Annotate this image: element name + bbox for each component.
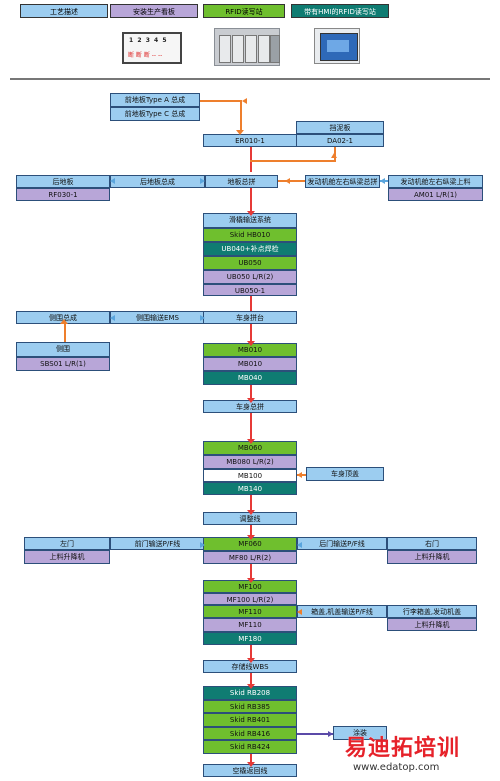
station-mf060: MF060 <box>203 537 297 551</box>
legend-process: 工艺描述 <box>20 4 108 18</box>
skid-rb416: Skid RB416 <box>203 727 297 740</box>
station-mf180: MF180 <box>203 632 297 645</box>
board-sbs01: SBS01 L/R(1) <box>16 357 110 371</box>
board-mf80: MF80 L/R(2) <box>203 551 297 564</box>
station-mf110: MF110 <box>203 605 297 618</box>
skid-rb401: Skid RB401 <box>203 713 297 727</box>
station-mb100: MB100 <box>203 469 297 482</box>
skid-rb424: Skid RB424 <box>203 740 297 754</box>
watermark-text: 易迪拓培训 <box>345 736 461 761</box>
board-rf030: RF030-1 <box>16 188 110 201</box>
body-main-table: 车身拼台 <box>203 311 297 324</box>
board-device-numbers: 1 2 3 4 5 <box>129 37 167 44</box>
body-roof: 车身顶盖 <box>306 467 384 481</box>
rfid-module-device <box>214 28 280 66</box>
rear-floor-asm: 后地板总成 <box>110 175 205 188</box>
board-ub050-lr: UB050 L/R(2) <box>203 270 297 284</box>
front-floor-a: 前地板Type A 总成 <box>110 93 200 107</box>
skid-hb010: Skid HB010 <box>203 228 297 242</box>
right-door: 右门 <box>387 537 477 550</box>
legend-rfid-hmi: 带有HMI的RFID读写站 <box>291 4 389 18</box>
empty-skid-return: 空橇返回线 <box>203 764 297 777</box>
station-ub050: UB050 <box>203 256 297 270</box>
station-ub040: UB040+补点焊检 <box>203 242 297 256</box>
skid-rb208: Skid RB208 <box>203 686 297 700</box>
floor-asm: 地板总拼 <box>205 175 278 188</box>
lift-right: 上料升降机 <box>387 550 477 564</box>
legend-rfid: RFID读写站 <box>203 4 285 18</box>
side-panel: 侧围 <box>16 342 110 357</box>
engine-frame-up: 发动机舱左右纵梁上料 <box>388 175 483 188</box>
front-door-conveyor: 前门输送P/F线 <box>110 537 205 550</box>
paint-shop: 涂装 <box>333 726 387 740</box>
board-device: 1 2 3 4 5 断 断 断 -- -- <box>122 32 182 64</box>
board-ub050-1: UB050-1 <box>203 284 297 296</box>
legend-board: 安装生产看板 <box>110 4 198 18</box>
station-mf100: MF100 <box>203 580 297 593</box>
trunk-hood-cover: 行李箱盖,发动机盖 <box>387 605 477 618</box>
station-mb010: MB010 <box>203 343 297 357</box>
board-mf110: MF110 <box>203 618 297 632</box>
station-mb140: MB140 <box>203 482 297 495</box>
station-er010: ER010-1 <box>203 134 297 147</box>
rear-floor: 后地板 <box>16 175 110 188</box>
board-mf100-lr: MF100 L/R(2) <box>203 593 297 605</box>
skid-rb385: Skid RB385 <box>203 700 297 713</box>
board-mb010: MB010 <box>203 357 297 371</box>
front-floor-c: 前地板Type C 总成 <box>110 107 200 121</box>
watermark-url: www.edatop.com <box>353 762 440 773</box>
hmi-panel-device <box>314 28 360 64</box>
side-asm: 侧围总成 <box>16 311 110 324</box>
separator-line <box>10 78 490 80</box>
lift-left: 上料升降机 <box>24 550 110 564</box>
board-mb080: MB080 L/R(2) <box>203 455 297 469</box>
body-total: 车身总拼 <box>203 400 297 413</box>
station-da02: DA02-1 <box>296 134 384 147</box>
rear-door-conveyor: 后门输送P/F线 <box>297 537 387 550</box>
skid-conveyor: 滑橇输送系统 <box>203 213 297 228</box>
left-door: 左门 <box>24 537 110 550</box>
side-conveyor-ems: 侧围输送EMS <box>110 311 205 324</box>
board-device-states: 断 断 断 -- -- <box>128 52 163 59</box>
adjust-line: 调整线 <box>203 512 297 525</box>
hood-conveyor: 箱盖,机盖输送P/F线 <box>297 605 387 618</box>
station-mb060: MB060 <box>203 441 297 455</box>
station-mb040: MB040 <box>203 371 297 385</box>
board-am01: AM01 L/R(1) <box>388 188 483 201</box>
storage-wbs: 存储线WBS <box>203 660 297 673</box>
engine-frame: 发动机舱左右纵梁总拼 <box>305 175 380 188</box>
dashboard-part: 挡泥板 <box>296 121 384 134</box>
lift-hood: 上料升降机 <box>387 618 477 631</box>
watermark-logo: 易迪拓培训 www.edatop.com <box>345 736 495 776</box>
